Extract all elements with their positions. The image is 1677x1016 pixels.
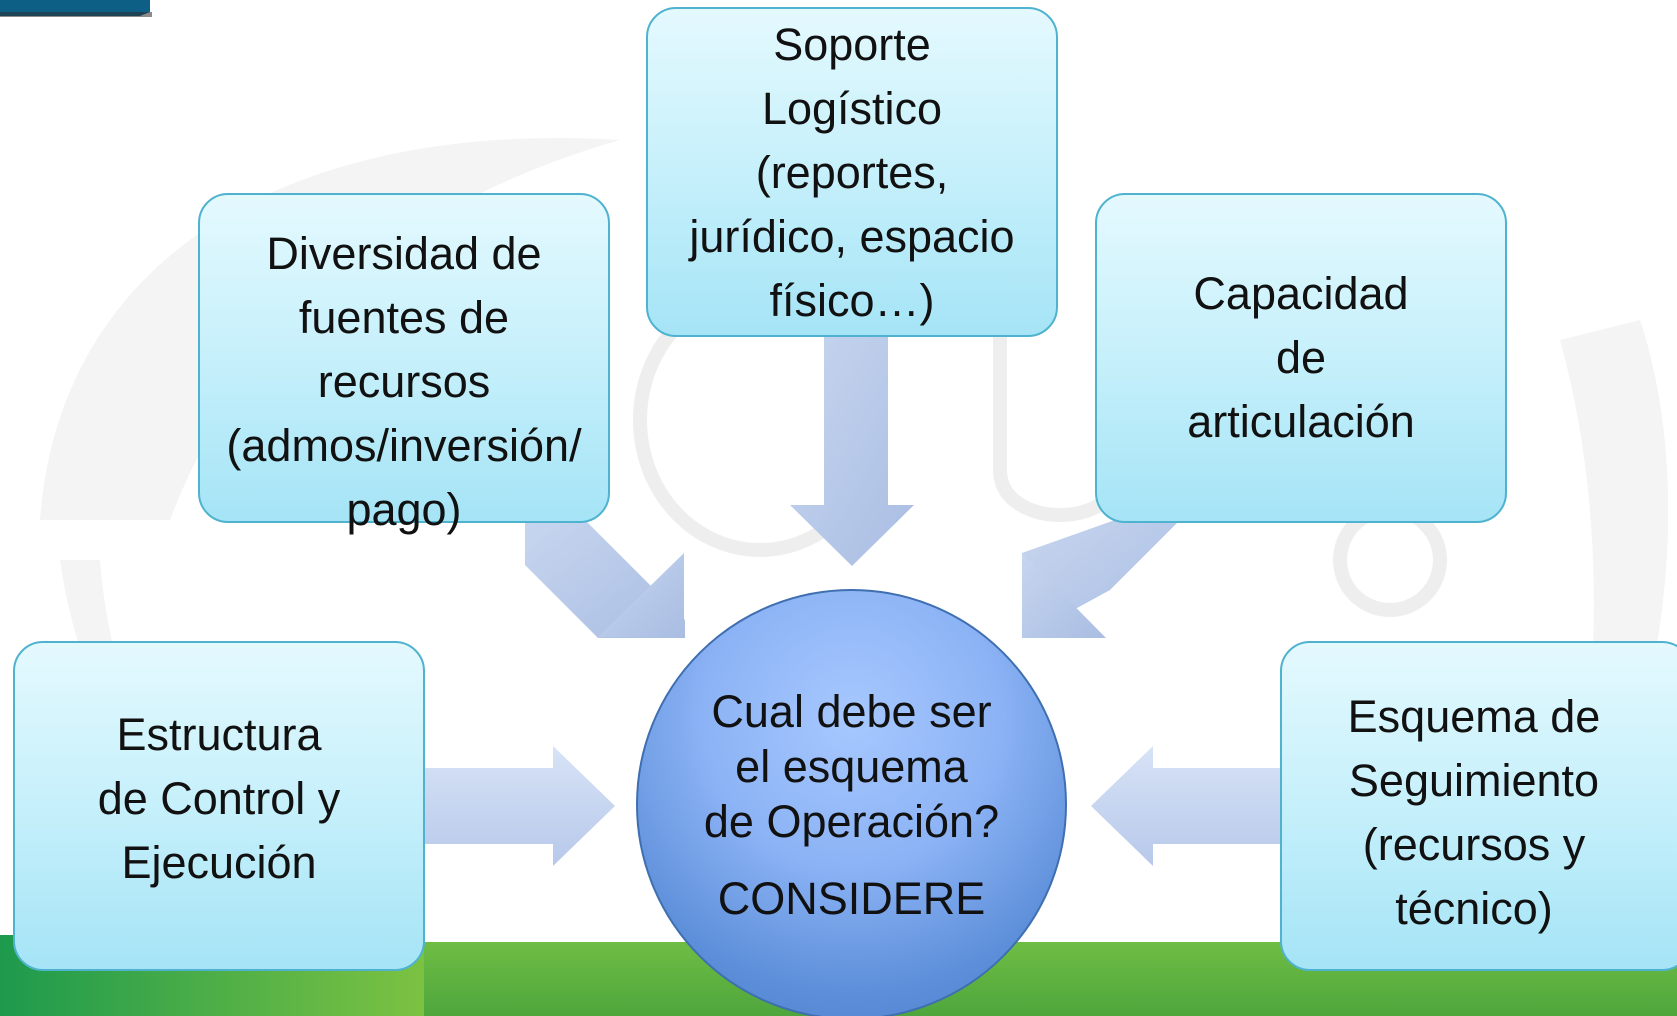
center-question: Cual debe ser el esquema de Operación?	[703, 686, 1000, 847]
box-capacidad-articulacion-label: Capacidad de articulación	[1187, 268, 1415, 447]
arrow-top-right-head	[1022, 553, 1106, 638]
center-circle: Cual debe ser el esquema de Operación? C…	[636, 589, 1067, 1016]
center-considere: CONSIDERE	[717, 873, 986, 924]
box-capacidad-articulacion: Capacidad de articulación	[1095, 193, 1507, 523]
box-estructura-control: Estructura de Control y Ejecución	[13, 641, 425, 971]
box-esquema-seguimiento-label: Esquema de Seguimiento (recursos y técni…	[1347, 691, 1601, 934]
arrow-left	[425, 746, 615, 866]
box-soporte-logistico-label: Soporte Logístico (reportes, jurídico, e…	[689, 19, 1015, 326]
box-esquema-seguimiento: Esquema de Seguimiento (recursos y técni…	[1280, 641, 1677, 971]
arrow-top-left-head	[598, 553, 684, 637]
box-estructura-control-label: Estructura de Control y Ejecución	[97, 709, 341, 888]
box-soporte-logistico: Soporte Logístico (reportes, jurídico, e…	[646, 7, 1058, 337]
arrow-right	[1091, 746, 1280, 866]
arrow-top-center	[790, 335, 914, 566]
box-diversidad-fuentes: Diversidad de fuentes de recursos (admos…	[198, 193, 610, 535]
box-diversidad-fuentes-label: Diversidad de fuentes de recursos (admos…	[226, 228, 582, 535]
